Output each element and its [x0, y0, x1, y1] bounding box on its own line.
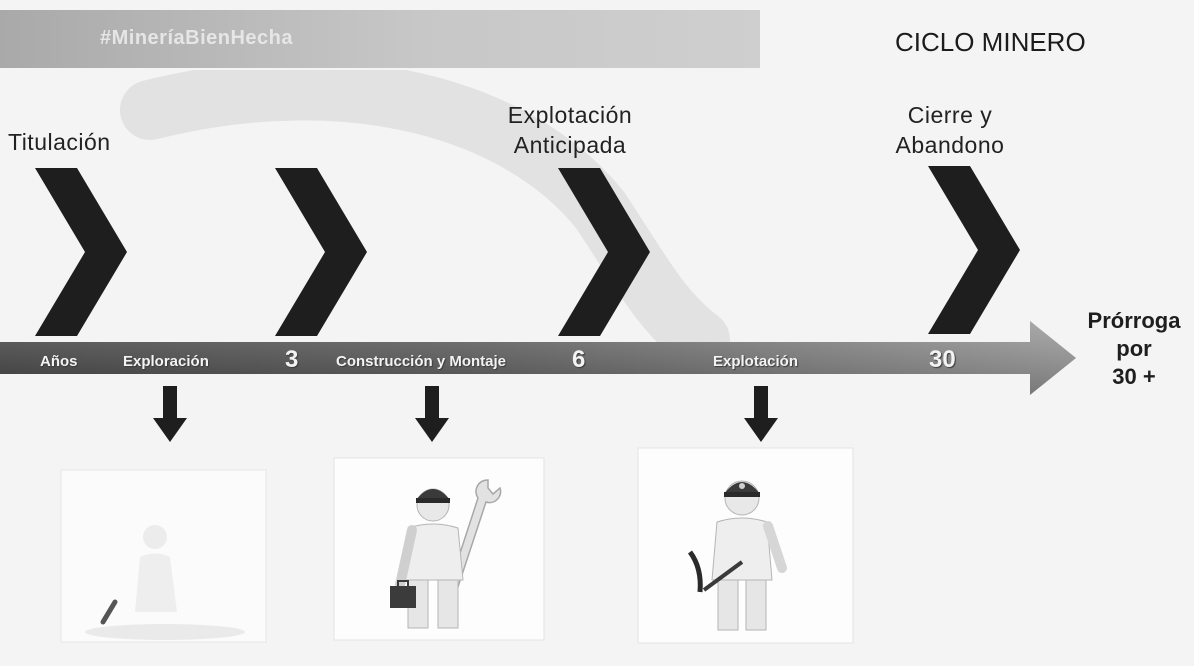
miner-pickaxe-icon [637, 447, 854, 644]
construction-worker-icon [333, 457, 545, 641]
header-band [0, 10, 760, 68]
background-swoosh [120, 70, 730, 370]
chevron-icon-cierre [928, 166, 1020, 334]
hashtag-label: #MineríaBienHecha [100, 27, 294, 49]
extension-label: Prórroga por 30 + [1087, 308, 1181, 389]
phase-exploration-label: Exploración [123, 353, 209, 370]
years-label: Años [40, 353, 78, 370]
explorer-figure-icon [60, 469, 267, 643]
stage-label-titulacion: Titulación [8, 129, 111, 155]
phase-exploitation-label: Explotación [713, 353, 799, 370]
stage-label-cierre-abandono: Cierre y Abandono [895, 102, 1005, 158]
year-3-label: 3 [285, 346, 299, 373]
timeline-arrow [0, 321, 1076, 395]
year-30-label: 30 [929, 346, 956, 373]
chevron-icon-titulacion [35, 168, 127, 336]
year-6-label: 6 [572, 346, 586, 373]
chevron-icon-explotacion-anticipada [558, 168, 650, 336]
down-arrow-icon-exploration [153, 386, 187, 442]
phase-construction-label: Construcción y Montaje [336, 353, 507, 370]
down-arrow-icon-exploitation [744, 386, 778, 442]
page-title: CICLO MINERO [895, 27, 1086, 57]
stage-label-explotacion-anticipada: Explotación Anticipada [507, 102, 633, 158]
down-arrow-icon-construction [415, 386, 449, 442]
chevron-icon-construccion [275, 168, 367, 336]
